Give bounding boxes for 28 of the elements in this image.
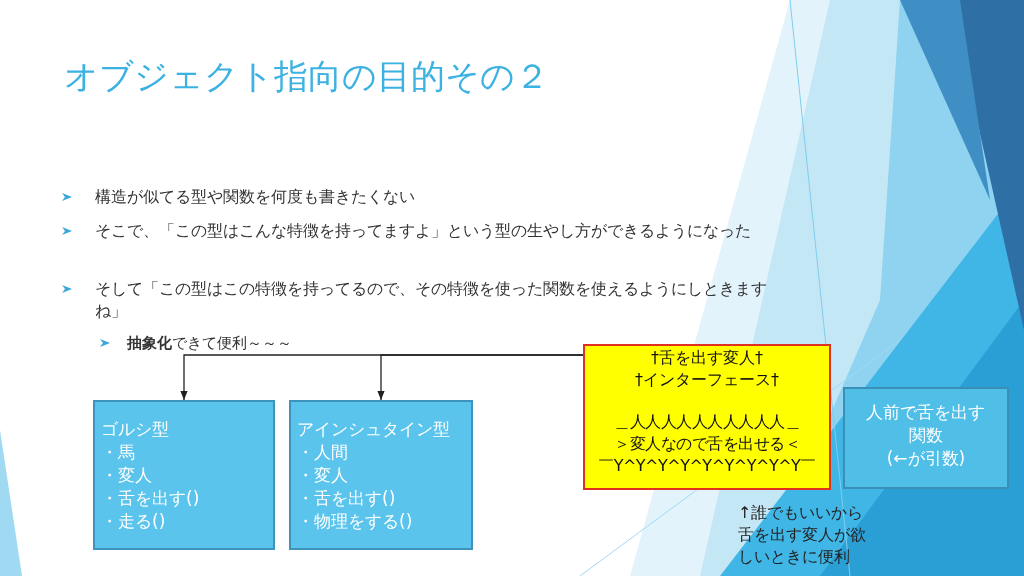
node-text: ・人間 <box>297 441 349 464</box>
bullet-text: そこで、「この型はこんな特徴を持ってますよ」という型の生やし方ができるようになった <box>95 220 752 242</box>
bullet-text: 構造が似てる型や関数を何度も書きたくない <box>95 186 416 208</box>
node-text: ・走る() <box>101 510 167 533</box>
node-text: ・変人 <box>101 464 153 487</box>
slide-title: オブジェクト指向の目的その２ <box>64 55 549 98</box>
note-text: ↑誰でもいいから舌を出す変人が欲しいときに便利 <box>738 502 867 568</box>
node-text: ・物理をする() <box>297 510 414 533</box>
node-text: ・舌を出す() <box>297 487 397 510</box>
node-text: 人前で舌を出す関数 <box>865 401 987 447</box>
node-text: ゴルシ型 <box>101 418 170 441</box>
node-text: ￣Y^Y^Y^Y^Y^Y^Y^Y^Y￣ <box>597 455 817 477</box>
bullet-text: そして「この型はこの特徴を持ってるので、その特徴を使った関数を使えるようにしときますね」 <box>95 278 768 322</box>
class-box <box>289 400 473 550</box>
interface-box <box>583 344 831 490</box>
arrow <box>377 354 584 401</box>
class-box <box>93 400 275 550</box>
node-text: ＿人人人人人人人人人人＿ <box>613 411 801 433</box>
node-text: (←が引数) <box>885 447 967 470</box>
node-text: ・変人 <box>297 464 349 487</box>
function-box <box>843 387 1009 489</box>
node-text: †インターフェース† <box>634 369 780 391</box>
node-text: ＞変人なので舌を出せる＜ <box>613 433 801 455</box>
node-text: アインシュタイン型 <box>297 418 451 441</box>
node-text: ・馬 <box>101 441 136 464</box>
node-text: †舌を出す変人† <box>650 347 764 369</box>
node-text: ・舌を出す() <box>101 487 201 510</box>
bullet-text: 抽象化できて便利～～～ <box>127 333 293 354</box>
